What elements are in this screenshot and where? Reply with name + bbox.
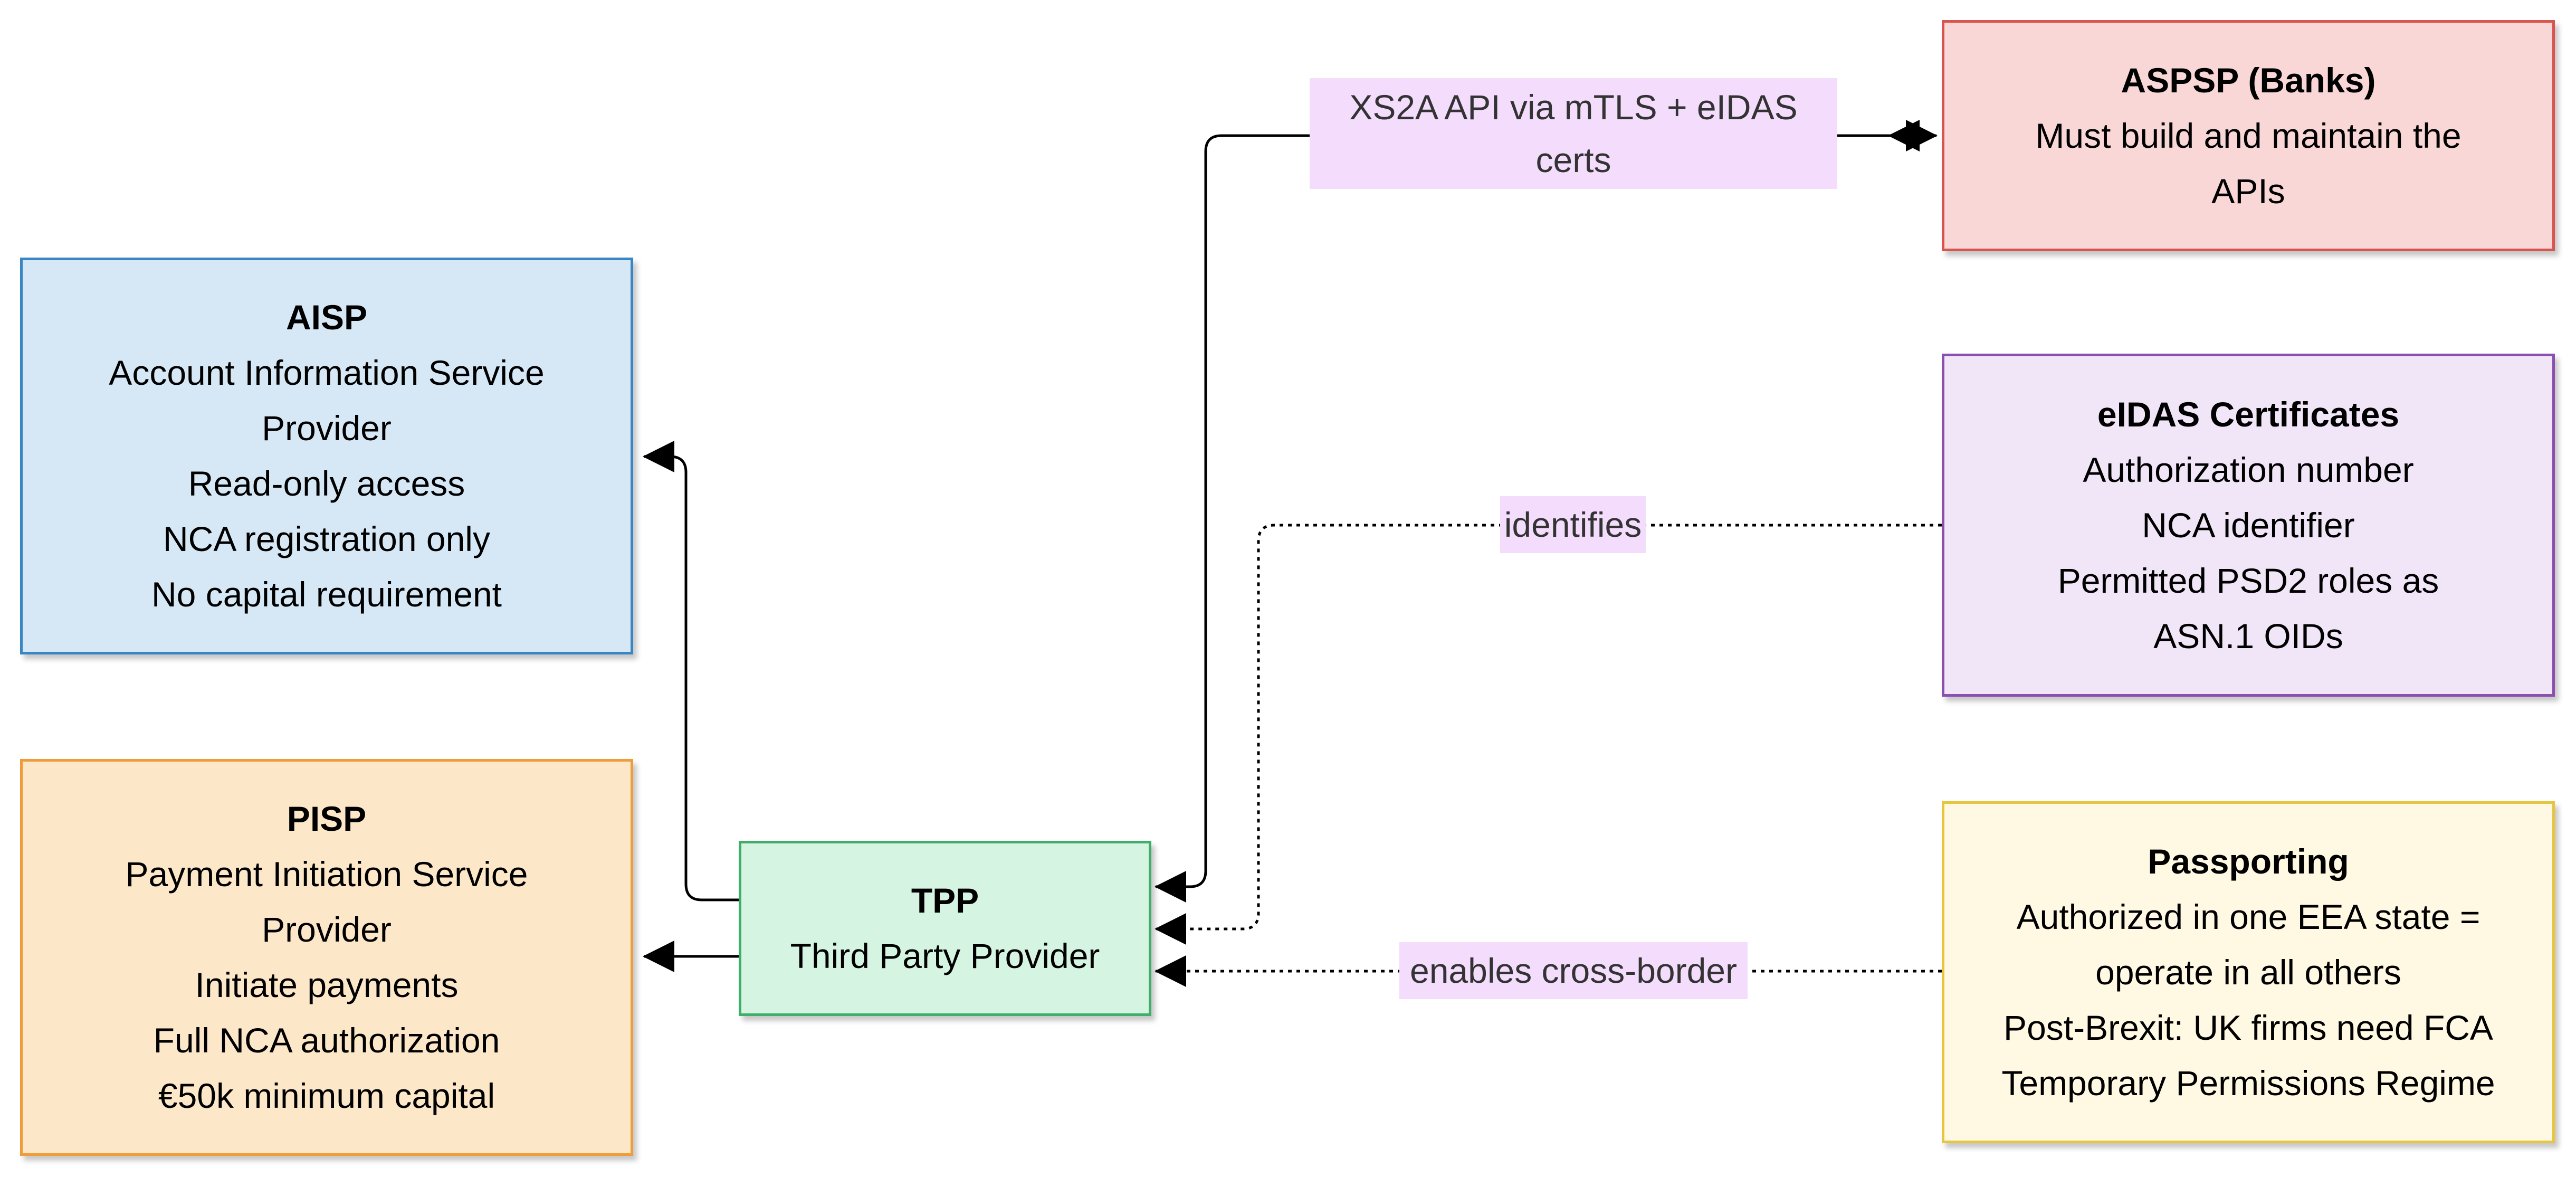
edge-xs2a-api-to-tpp bbox=[1155, 134, 1311, 903]
passporting-line: Post-Brexit: UK firms need FCA bbox=[2003, 1008, 2493, 1047]
passporting-line: Authorized in one EEA state = bbox=[2016, 897, 2480, 936]
passporting-line: Temporary Permissions Regime bbox=[2001, 1063, 2495, 1103]
eidas-line: Permitted PSD2 roles as bbox=[2057, 561, 2439, 600]
edge-label-xs2a-line-2: certs bbox=[1535, 140, 1611, 179]
eidas-title: eIDAS Certificates bbox=[2097, 394, 2400, 434]
aisp-line: NCA registration only bbox=[163, 519, 490, 558]
tpp-box: TPP Third Party Provider bbox=[739, 841, 1151, 1016]
aisp-line: Account Information Service bbox=[109, 353, 545, 392]
edge-label-xs2a: XS2A API via mTLS + eIDAS certs bbox=[1310, 78, 1837, 189]
pisp-line: Full NCA authorization bbox=[153, 1021, 500, 1060]
edge-label-identifies-text: identifies bbox=[1504, 505, 1642, 544]
tpp-title: TPP bbox=[911, 881, 979, 920]
pisp-box: PISP Payment Initiation Service Provider… bbox=[20, 759, 633, 1156]
passporting-line: operate in all others bbox=[2095, 952, 2401, 992]
eidas-line: ASN.1 OIDs bbox=[2153, 616, 2343, 656]
aspsp-line: APIs bbox=[2211, 171, 2285, 211]
pisp-title: PISP bbox=[287, 799, 367, 838]
edge-label-cross-border-text: enables cross-border bbox=[1410, 951, 1737, 990]
aisp-line: No capital requirement bbox=[151, 575, 502, 614]
eidas-line: NCA identifier bbox=[2142, 505, 2355, 545]
edge-label-xs2a-line-1: XS2A API via mTLS + eIDAS bbox=[1349, 88, 1798, 127]
edge-label-cross-border: enables cross-border bbox=[1399, 942, 1748, 999]
edge-label-identifies: identifies bbox=[1500, 496, 1646, 553]
aspsp-line: Must build and maintain the bbox=[2035, 116, 2461, 155]
pisp-line: €50k minimum capital bbox=[158, 1076, 495, 1115]
pisp-line: Payment Initiation Service bbox=[125, 855, 528, 894]
pisp-line: Initiate payments bbox=[195, 965, 459, 1004]
aisp-title: AISP bbox=[285, 298, 368, 337]
passporting-title: Passporting bbox=[2148, 841, 2349, 881]
aisp-box: AISP Account Information Service Provide… bbox=[20, 258, 633, 654]
eidas-line: Authorization number bbox=[2083, 450, 2414, 489]
pisp-line: Provider bbox=[262, 910, 392, 949]
eidas-box: eIDAS Certificates Authorization number … bbox=[1942, 354, 2555, 697]
aspsp-title: ASPSP (Banks) bbox=[2121, 60, 2376, 100]
aisp-line: Read-only access bbox=[188, 464, 465, 503]
edge-eidas-identifies-tpp bbox=[1155, 524, 1942, 945]
edge-tpp-to-aisp bbox=[643, 441, 739, 901]
tpp-line: Third Party Provider bbox=[790, 936, 1100, 975]
passporting-box: Passporting Authorized in one EEA state … bbox=[1942, 801, 2555, 1143]
aspsp-box: ASPSP (Banks) Must build and maintain th… bbox=[1942, 20, 2555, 251]
aisp-line: Provider bbox=[262, 409, 392, 448]
